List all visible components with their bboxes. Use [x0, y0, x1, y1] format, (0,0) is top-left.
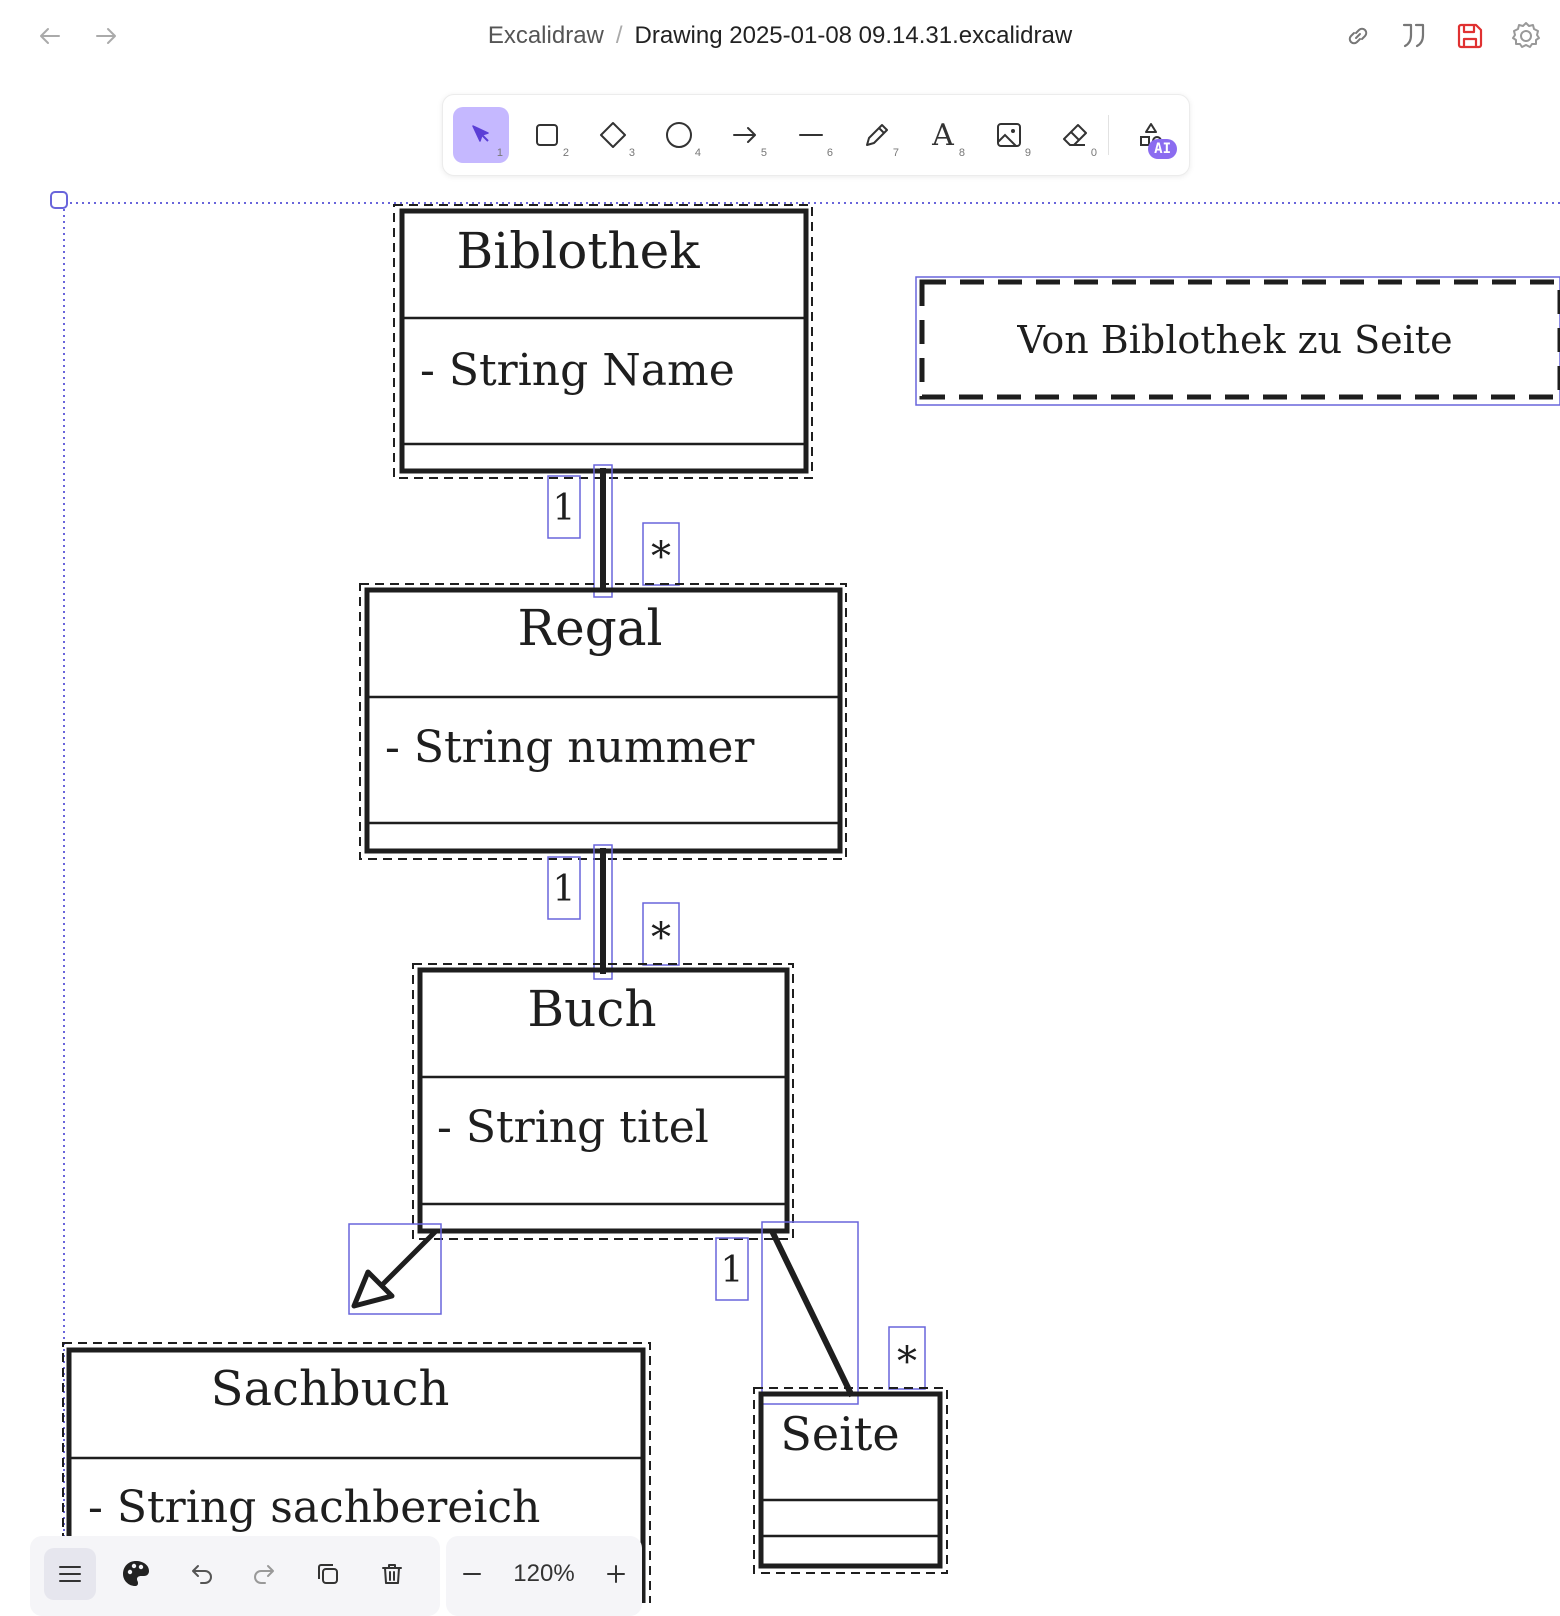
multiplicity-label: 1	[553, 488, 576, 529]
tool-key: 4	[694, 147, 701, 159]
toolbar-divider	[1108, 115, 1109, 155]
class-title: Sachbuch	[211, 1361, 450, 1417]
note-text: Von Biblothek zu Seite	[1016, 318, 1452, 362]
ellipse-tool[interactable]: 4	[651, 107, 707, 163]
multiplicity-label: *	[897, 1339, 917, 1385]
selection-frame	[50, 191, 1560, 1603]
breadcrumb-separator: /	[615, 22, 623, 49]
redo-icon[interactable]	[238, 1548, 290, 1600]
file-title[interactable]: Drawing 2025-01-08 09.14.31.excalidraw	[634, 22, 1073, 49]
selection-tool[interactable]: 1	[453, 107, 509, 163]
save-icon[interactable]	[1448, 14, 1492, 58]
class-attribute: - String Name	[420, 345, 735, 396]
palette-icon[interactable]	[110, 1548, 162, 1600]
tool-key: 6	[826, 147, 833, 159]
more-shapes-ai-tool[interactable]: AI	[1123, 107, 1179, 163]
association-regal-buch[interactable]: 1 *	[547, 844, 680, 980]
zoom-level[interactable]: 120%	[513, 1560, 575, 1587]
class-attribute: - String sachbereich	[88, 1482, 540, 1533]
class-title: Seite	[780, 1407, 899, 1461]
multiplicity-label: 1	[721, 1250, 744, 1291]
class-regal[interactable]: Regal - String nummer	[359, 583, 847, 860]
multiplicity-label: *	[651, 915, 671, 961]
tool-key: 3	[628, 147, 635, 159]
class-title: Buch	[527, 980, 656, 1038]
note-box[interactable]: Von Biblothek zu Seite	[915, 276, 1560, 406]
duplicate-icon[interactable]	[302, 1548, 354, 1600]
top-header: Excalidraw / Drawing 2025-01-08 09.14.31…	[0, 0, 1560, 72]
resize-handle[interactable]	[50, 191, 68, 209]
quote-icon[interactable]	[1392, 14, 1436, 58]
class-title: Regal	[517, 599, 662, 657]
text-tool[interactable]: A 8	[915, 107, 971, 163]
zoom-controls: 120%	[446, 1536, 642, 1616]
inheritance-arrow[interactable]	[348, 1223, 442, 1315]
tool-key: 2	[562, 147, 569, 159]
tool-key: 7	[892, 147, 899, 159]
pencil-tool[interactable]: 7	[849, 107, 905, 163]
image-tool[interactable]: 9	[981, 107, 1037, 163]
text-tool-glyph: A	[932, 117, 954, 153]
breadcrumb: Excalidraw / Drawing 2025-01-08 09.14.31…	[0, 0, 1560, 72]
back-arrow-icon[interactable]	[28, 14, 72, 58]
class-sachbuch[interactable]: Sachbuch - String sachbereich	[62, 1342, 651, 1603]
class-attribute: - String nummer	[385, 722, 755, 773]
association-biblothek-regal[interactable]: 1 *	[547, 464, 680, 598]
zoom-out-icon[interactable]	[446, 1548, 498, 1600]
forward-arrow-icon[interactable]	[84, 14, 128, 58]
tool-key: 8	[958, 147, 965, 159]
association-buch-seite[interactable]: 1 *	[715, 1221, 926, 1405]
rectangle-tool[interactable]: 2	[519, 107, 575, 163]
ai-badge: AI	[1148, 139, 1177, 159]
breadcrumb-parent[interactable]: Excalidraw	[487, 22, 604, 49]
class-title: Biblothek	[456, 222, 700, 280]
link-icon[interactable]	[1336, 14, 1380, 58]
arrow-tool[interactable]: 5	[717, 107, 773, 163]
bottom-action-bar	[30, 1536, 440, 1616]
tool-key: 9	[1024, 147, 1031, 159]
undo-icon[interactable]	[176, 1548, 228, 1600]
diamond-tool[interactable]: 3	[585, 107, 641, 163]
tool-key: 0	[1090, 147, 1097, 159]
shape-toolbar: 1 2 3 4 5 6 7 A 8 9 0 AI	[442, 94, 1190, 176]
class-buch[interactable]: Buch - String titel	[412, 963, 794, 1240]
zoom-in-icon[interactable]	[590, 1548, 642, 1600]
line-tool[interactable]: 6	[783, 107, 839, 163]
class-biblothek[interactable]: Biblothek - String Name	[393, 204, 813, 479]
tool-key: 1	[496, 147, 503, 159]
tool-key: 5	[760, 147, 767, 159]
eraser-tool[interactable]: 0	[1047, 107, 1103, 163]
trash-icon[interactable]	[366, 1548, 418, 1600]
class-attribute: - String titel	[437, 1102, 709, 1153]
class-seite[interactable]: Seite	[753, 1387, 948, 1574]
settings-gear-icon[interactable]	[1504, 14, 1548, 58]
main-menu-icon[interactable]	[44, 1548, 96, 1600]
multiplicity-label: *	[651, 534, 671, 580]
multiplicity-label: 1	[553, 869, 576, 910]
